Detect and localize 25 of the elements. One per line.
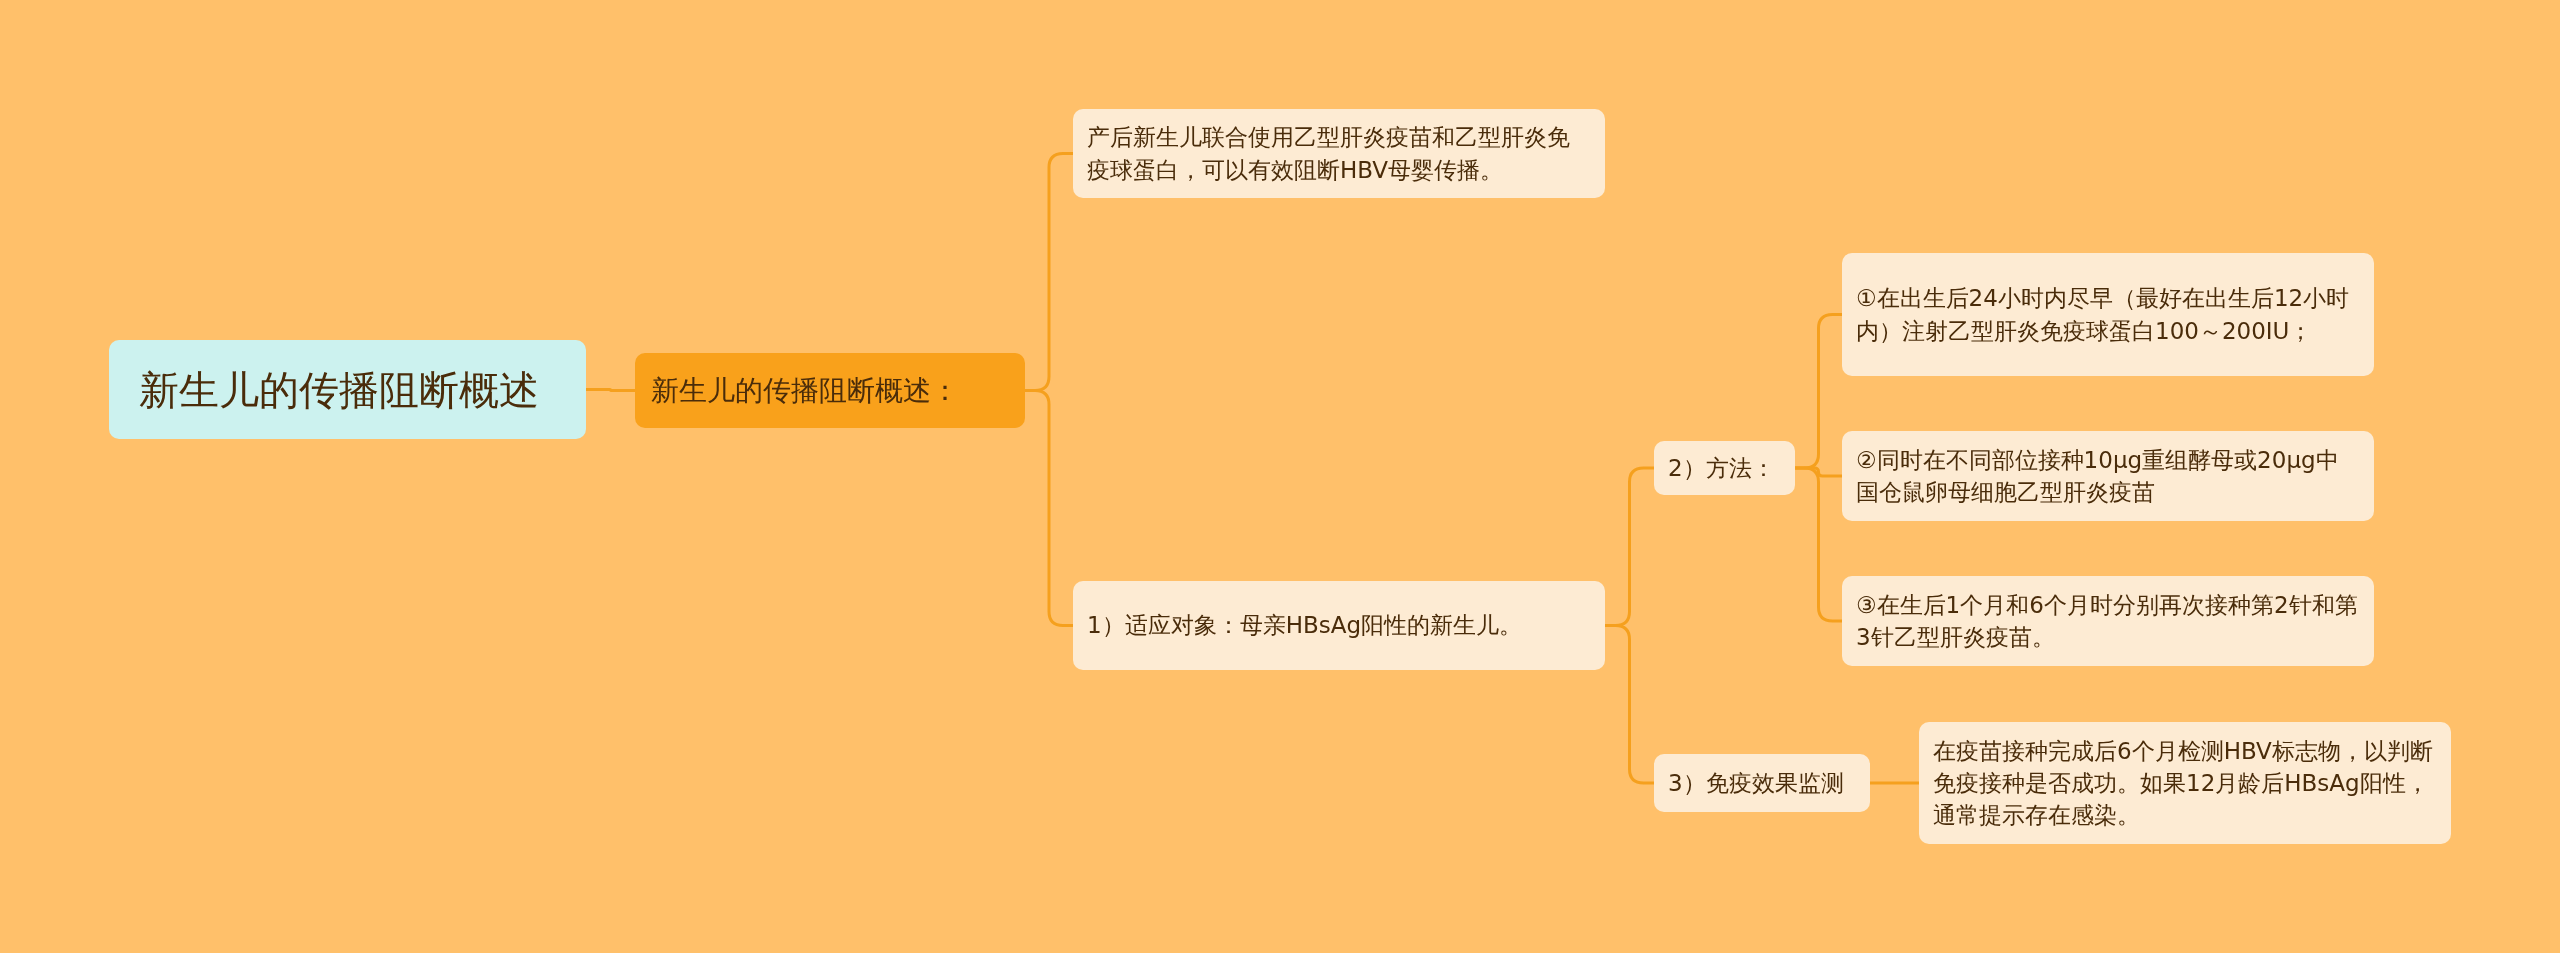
topic-text: ②同时在不同部位接种10μg重组酵母或20μg中国仓鼠卵母细胞乙型肝炎疫苗 <box>1856 445 2340 507</box>
topic-text: 在疫苗接种完成后6个月检测HBV标志物，以判断免疫接种是否成功。如果12月龄后HBsAg阳性，通常提示存在感染。 <box>1933 736 2434 831</box>
main-topic-box <box>635 353 1025 428</box>
topic-text: 1）适应对象：母亲HBsAg阳性的新生儿。 <box>1087 611 1523 641</box>
connector-line <box>586 388 635 392</box>
connector-line <box>1025 389 1073 627</box>
topic-text: ③在生后1个月和6个月时分别再次接种第2针和第3针乙型肝炎疫苗。 <box>1856 590 2359 652</box>
topic-text: 2）方法： <box>1668 453 1775 483</box>
topic-text: 新生儿的传播阻断概述 <box>139 365 539 415</box>
subtopic-box <box>1842 576 2374 666</box>
connector-line <box>1605 624 1654 785</box>
subtopic-box <box>1073 581 1605 670</box>
subtopic-box <box>1919 722 2451 844</box>
connector-line <box>1870 781 1919 785</box>
topic-text: 新生儿的传播阻断概述： <box>651 372 959 409</box>
subtopic-box <box>1073 109 1605 198</box>
root-topic-box <box>109 340 586 439</box>
subtopic-box <box>1654 441 1795 495</box>
topic-text: 产后新生儿联合使用乙型肝炎疫苗和乙型肝炎免疫球蛋白，可以有效阻断HBV母婴传播。 <box>1087 123 1571 185</box>
topic-text: ①在出生后24小时内尽早（最好在出生后12小时内）注射乙型肝炎免疫球蛋白100～200IU； <box>1856 284 2351 346</box>
connector-line <box>1795 466 1842 623</box>
topic-text: 3）免疫效果监测 <box>1668 768 1844 798</box>
subtopic-box <box>1654 754 1870 812</box>
subtopic-box <box>1842 431 2374 521</box>
subtopic-box <box>1842 253 2374 376</box>
